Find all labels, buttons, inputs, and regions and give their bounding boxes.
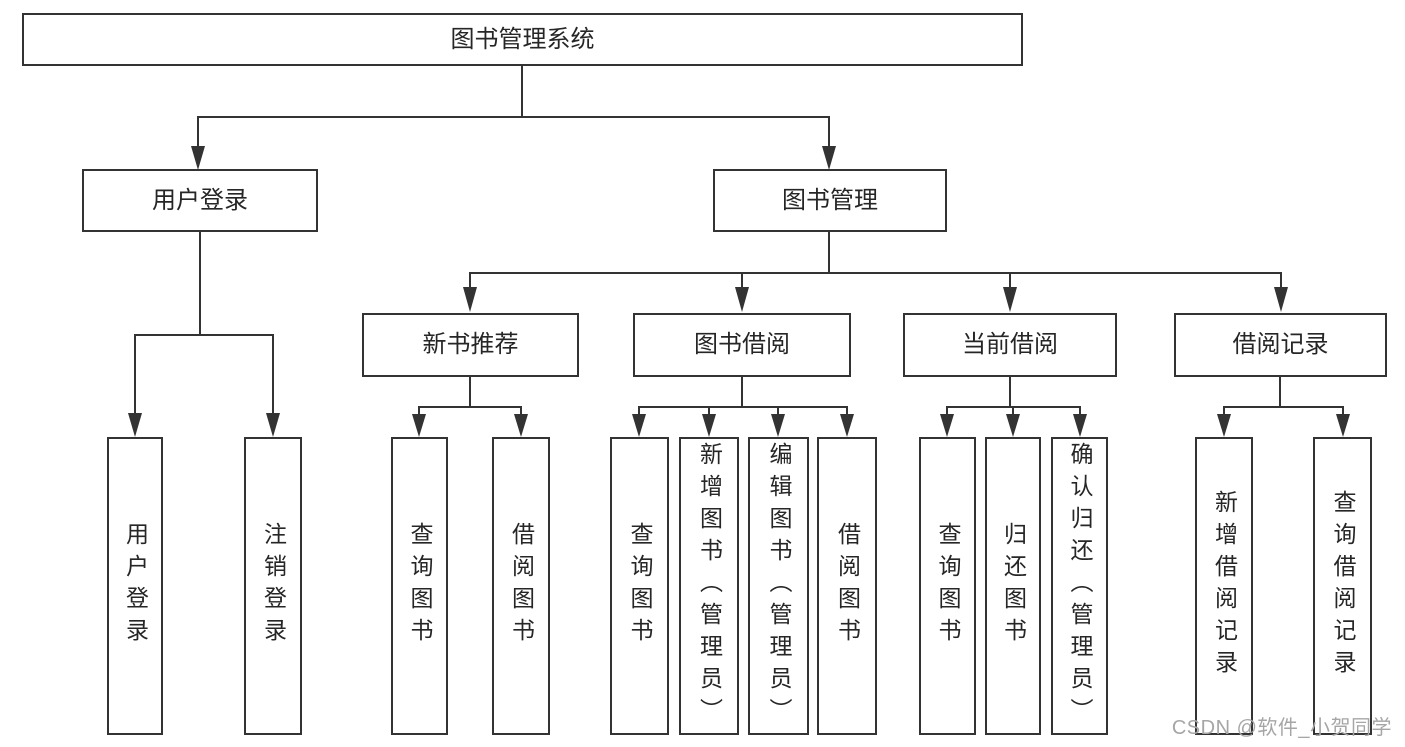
leaf-user-login: 用户登录 [107, 437, 163, 735]
node-book-management: 图书管理 [713, 169, 947, 232]
leaf-records-add-record-label: 新增借阅记录 [1211, 490, 1238, 682]
leaf-borrow-query-books-label: 查询图书 [627, 522, 653, 650]
csdn-watermark: CSDN @软件_小贺同学 [1171, 717, 1392, 739]
leaf-borrow-add-books-admin: 新增图书（管理员） [679, 437, 739, 735]
leaf-borrow-query-books: 查询图书 [610, 437, 669, 735]
leaf-logout-label: 注销登录 [260, 522, 287, 650]
node-borrowing-records: 借阅记录 [1174, 313, 1387, 377]
leaf-borrow-edit-books-admin: 编辑图书（管理员） [748, 437, 809, 735]
leaf-logout: 注销登录 [244, 437, 302, 735]
node-root-system: 图书管理系统 [22, 13, 1023, 66]
leaf-borrow-borrow-books-label: 借阅图书 [834, 522, 861, 650]
leaf-borrow-borrow-books: 借阅图书 [817, 437, 877, 735]
leaf-current-query-books: 查询图书 [919, 437, 976, 735]
leaf-current-confirm-return-admin: 确认归还（管理员） [1051, 437, 1108, 735]
leaf-records-query-record: 查询借阅记录 [1313, 437, 1372, 735]
leaf-borrow-add-books-admin-label: 新增图书（管理员） [696, 442, 723, 730]
leaf-current-return-books-label: 归还图书 [1000, 522, 1027, 650]
leaf-current-query-books-label: 查询图书 [935, 522, 961, 650]
leaf-records-add-record: 新增借阅记录 [1195, 437, 1253, 735]
leaf-recommend-borrow-books-label: 借阅图书 [508, 522, 535, 650]
leaf-recommend-query-books: 查询图书 [391, 437, 448, 735]
node-user-login: 用户登录 [82, 169, 318, 232]
leaf-current-confirm-return-admin-label: 确认归还（管理员） [1067, 442, 1093, 730]
node-current-borrowing: 当前借阅 [903, 313, 1117, 377]
leaf-user-login-label: 用户登录 [122, 522, 149, 650]
node-book-borrowing: 图书借阅 [633, 313, 851, 377]
node-new-book-recommendation: 新书推荐 [362, 313, 579, 377]
leaf-records-query-record-label: 查询借阅记录 [1330, 490, 1356, 682]
leaf-recommend-borrow-books: 借阅图书 [492, 437, 550, 735]
leaf-borrow-edit-books-admin-label: 编辑图书（管理员） [766, 442, 792, 730]
leaf-recommend-query-books-label: 查询图书 [407, 522, 433, 650]
leaf-current-return-books: 归还图书 [985, 437, 1041, 735]
